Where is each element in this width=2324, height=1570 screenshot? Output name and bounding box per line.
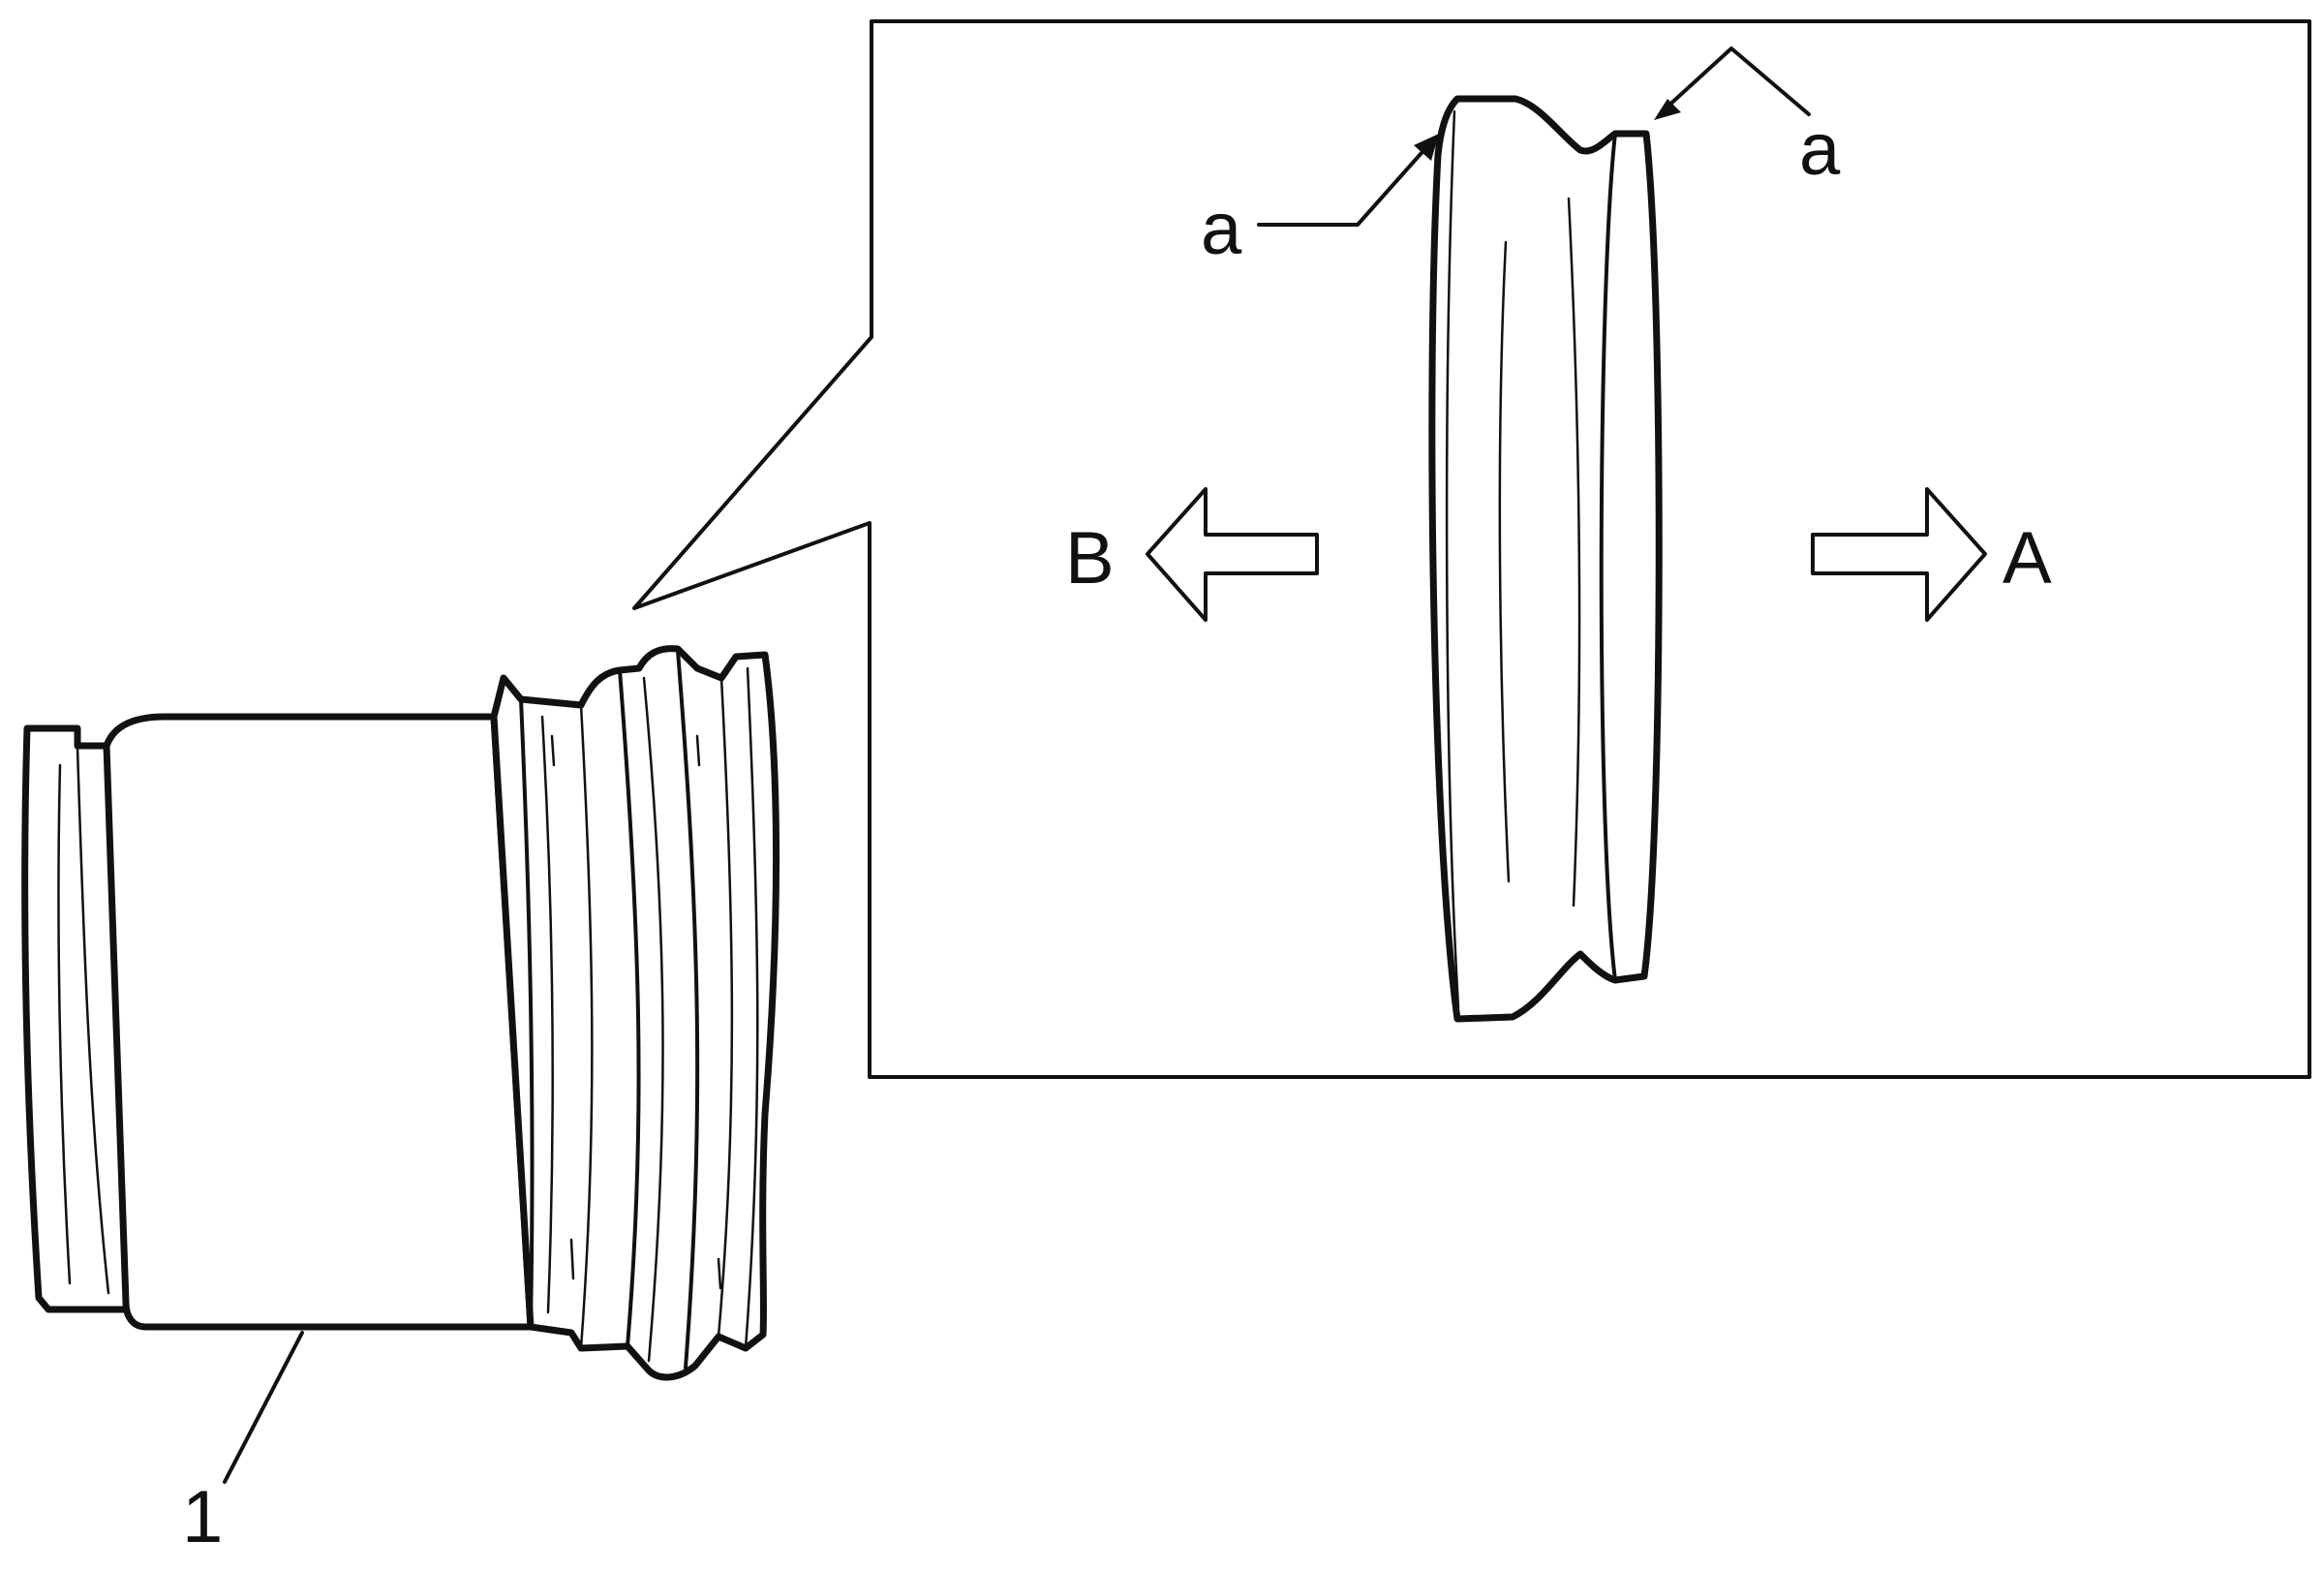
- part-1-leader: [223, 1331, 304, 1484]
- edge-label-right: a: [1799, 108, 1841, 191]
- edge-label-left: a: [1201, 188, 1242, 270]
- seal-cross-section: [1428, 95, 1663, 1023]
- sleeve-ribbed-section: [490, 645, 780, 1381]
- direction-arrow-left: [1146, 487, 1319, 622]
- sleeve-body: [103, 713, 535, 1331]
- part-1-sleeve: [21, 645, 780, 1381]
- direction-label-right: A: [2003, 517, 2052, 600]
- edge-leaders: [1257, 46, 1811, 227]
- direction-label-left: B: [1065, 517, 1115, 600]
- direction-arrow-right: [1811, 487, 1987, 622]
- part-number-label: 1: [182, 1476, 223, 1558]
